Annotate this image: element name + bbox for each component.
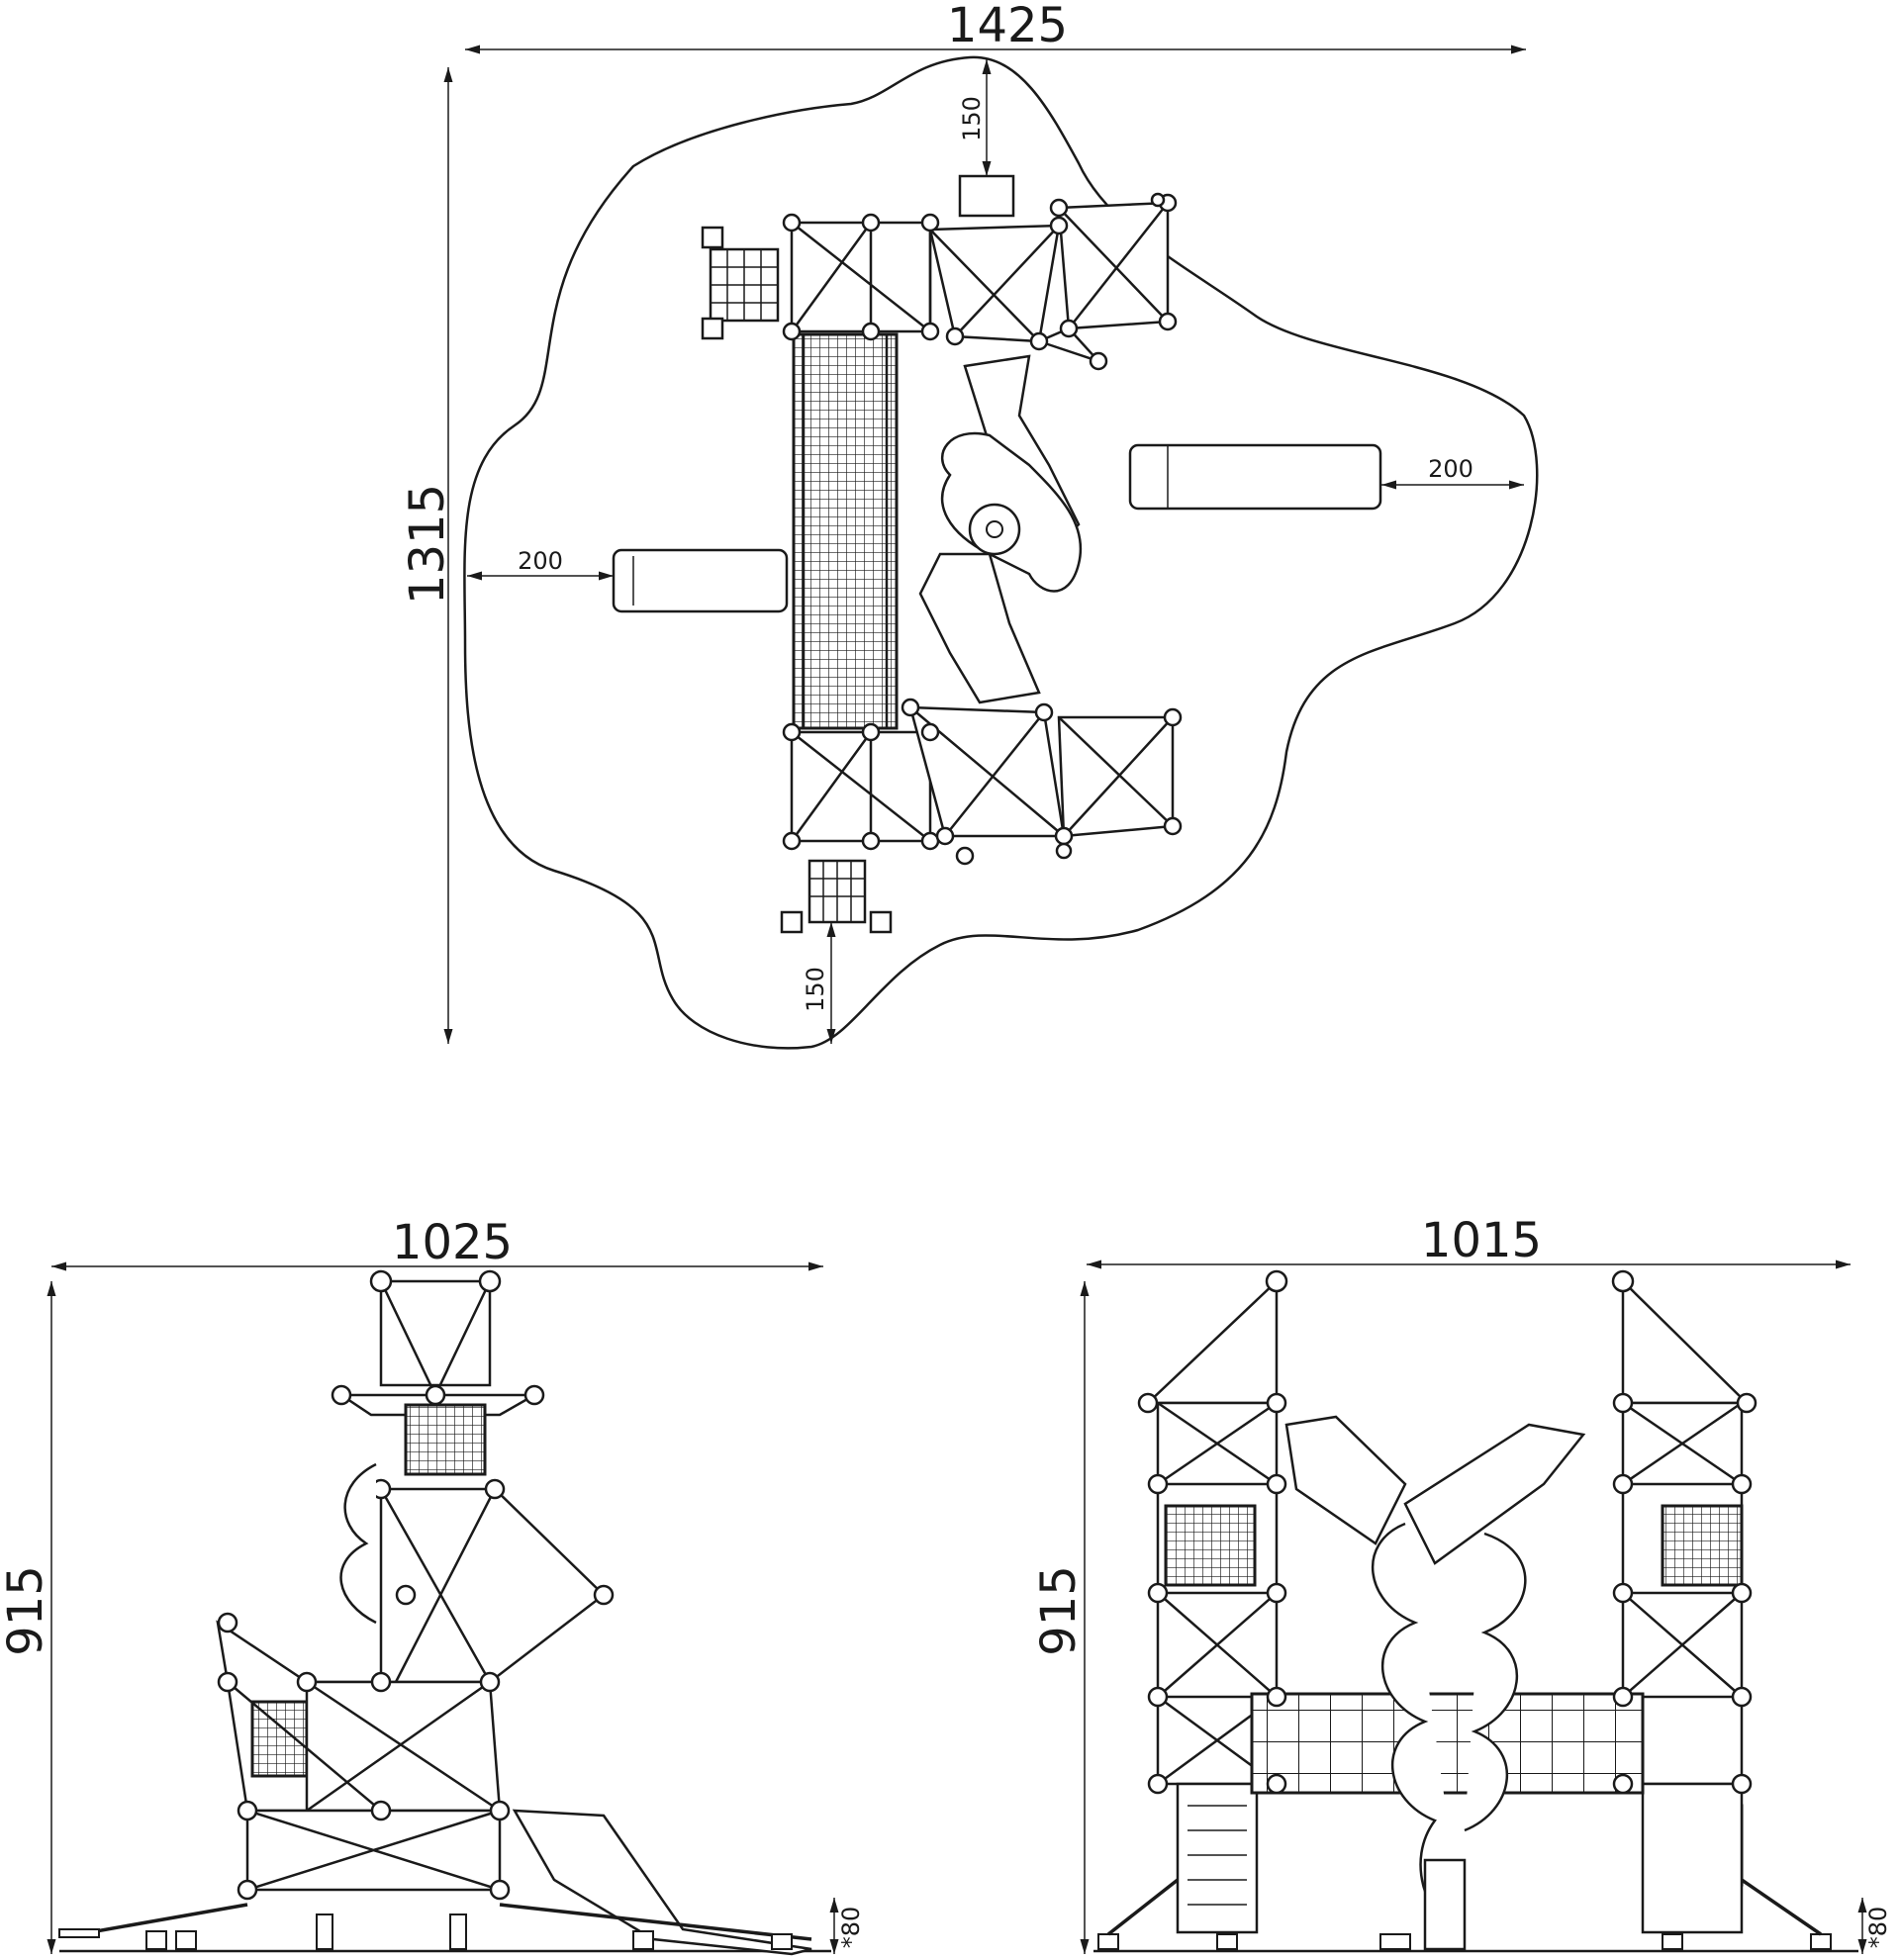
front-view: 1025 915 *80: [0, 1215, 865, 1956]
top-access-platform: [958, 174, 1015, 218]
plan-height-label: 1315: [400, 484, 455, 605]
top-tower: [782, 192, 1178, 371]
safety-zone-outline: [463, 55, 1539, 1050]
net-bridge: [792, 332, 899, 730]
right-straight-slide: [1128, 443, 1382, 511]
side-foundation-label: *80: [1864, 1907, 1892, 1949]
front-height-label: 915: [0, 1565, 53, 1656]
left-straight-slide: [612, 548, 789, 613]
bottom-tower: [782, 698, 1183, 866]
plan-view: 1425 1315 150 150 200 200: [400, 0, 1539, 1050]
side-height-label: 915: [1031, 1565, 1087, 1656]
side-view: 1015 915 *80: [1031, 1213, 1892, 1954]
left-slide-offset-label: 200: [518, 547, 563, 575]
bottom-offset-label: 150: [802, 967, 829, 1012]
spiral-tube-slide-plan: [918, 354, 1083, 704]
right-slide-offset-label: 200: [1428, 455, 1473, 483]
front-width-label: 1025: [392, 1215, 513, 1270]
side-width-label: 1015: [1421, 1213, 1542, 1268]
plan-width-label: 1425: [947, 0, 1068, 53]
top-offset-label: 150: [958, 96, 986, 141]
front-foundation-label: *80: [837, 1907, 865, 1949]
